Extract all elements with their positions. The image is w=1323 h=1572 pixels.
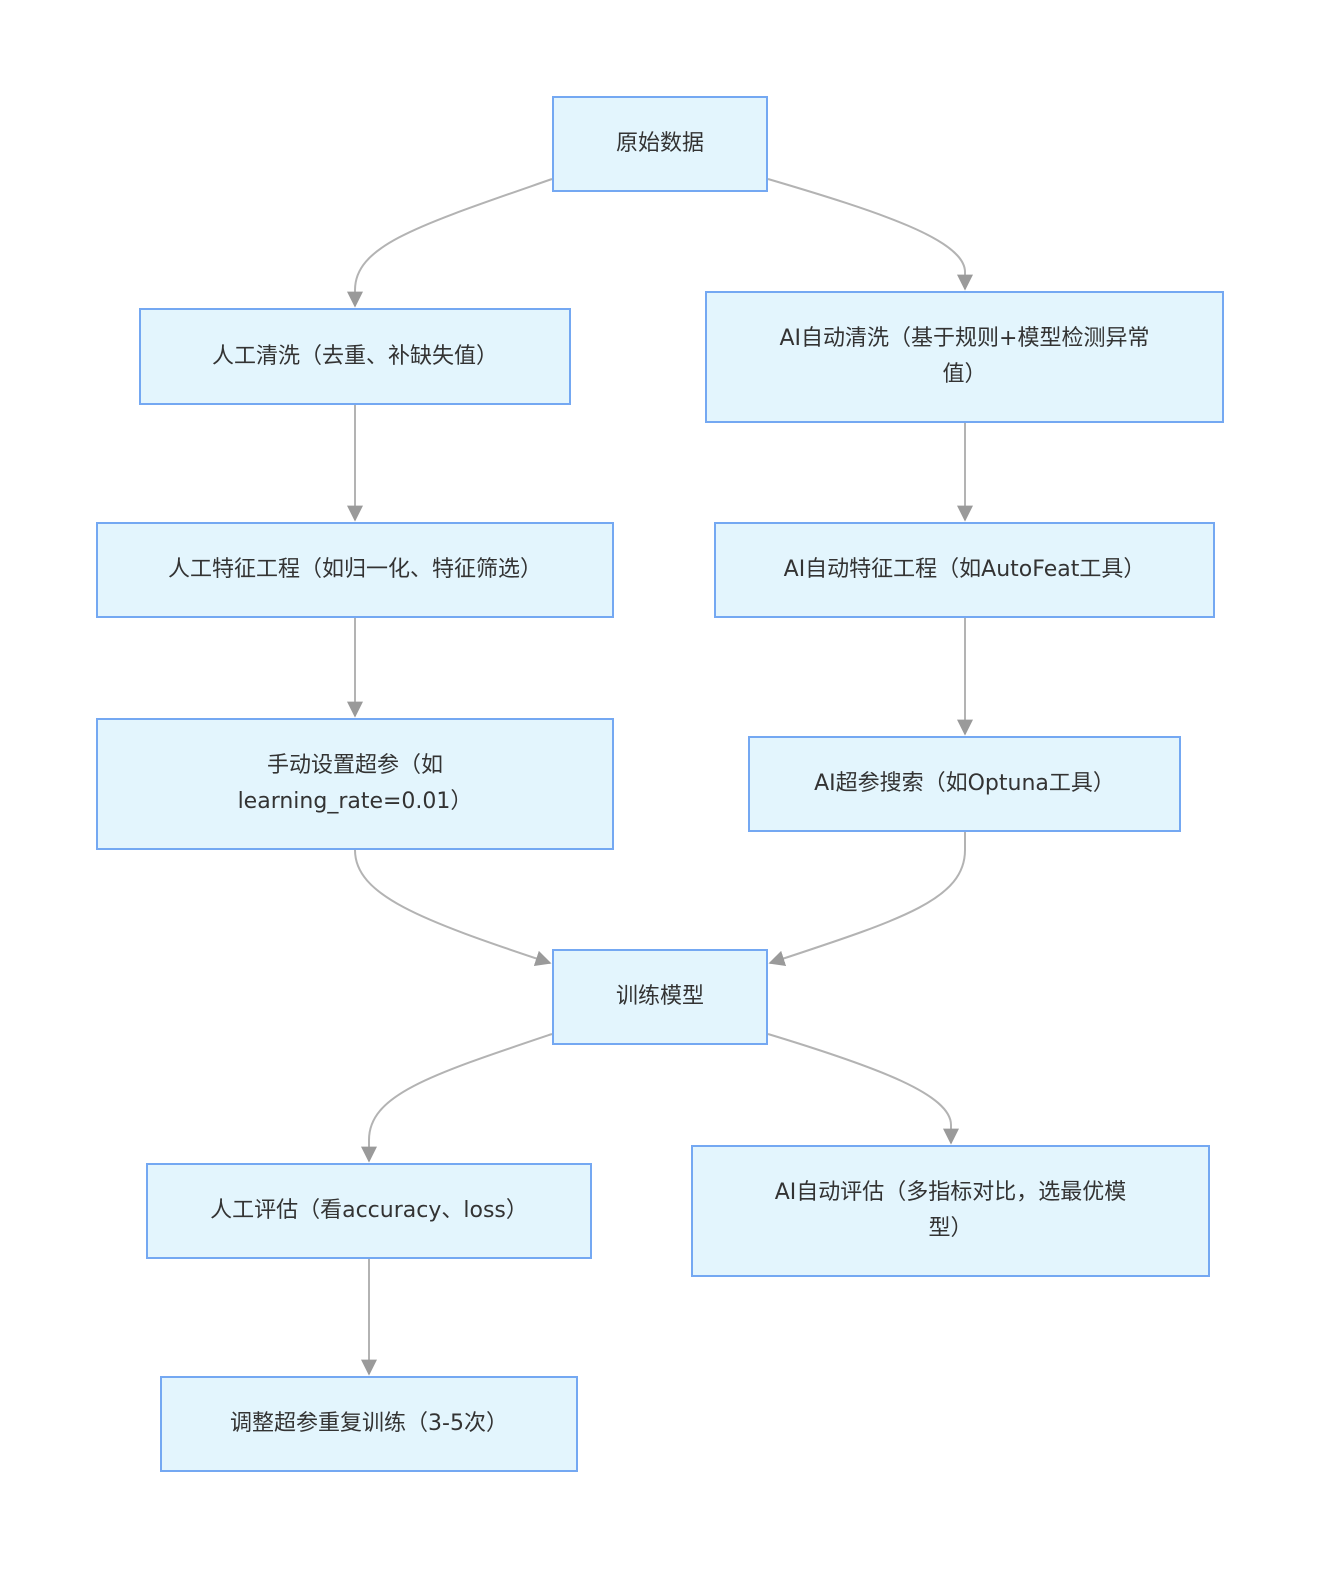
edge-raw-to-ai-clean <box>767 178 973 291</box>
node-manual-hyperparameters-label: 手动设置超参（如 learning_rate=0.01） <box>237 753 473 814</box>
node-ai-hyperparameter-search-label: AI超参搜索（如Optuna工具） <box>814 771 1115 796</box>
node-train-model: 训练模型 <box>552 949 768 1045</box>
node-ai-cleaning-label: AI自动清洗（基于规则+模型检测异常 值） <box>779 326 1150 387</box>
node-ai-evaluation: AI自动评估（多指标对比，选最优模 型） <box>691 1145 1210 1277</box>
node-manual-cleaning-label: 人工清洗（去重、补缺失值） <box>211 343 498 369</box>
node-retrain: 调整超参重复训练（3-5次） <box>160 1376 578 1472</box>
node-ai-hyperparameter-search: AI超参搜索（如Optuna工具） <box>748 736 1181 832</box>
node-raw-data: 原始数据 <box>552 96 768 192</box>
node-manual-evaluation: 人工评估（看accuracy、loss） <box>146 1163 592 1259</box>
node-manual-hyperparameters: 手动设置超参（如 learning_rate=0.01） <box>96 718 614 850</box>
node-ai-evaluation-label: AI自动评估（多指标对比，选最优模 型） <box>774 1180 1127 1241</box>
node-train-model-label: 训练模型 <box>615 984 704 1009</box>
edge-train-to-ai-eval <box>767 1033 959 1145</box>
node-manual-evaluation-label: 人工评估（看accuracy、loss） <box>210 1198 528 1223</box>
node-ai-feature-engineering: AI自动特征工程（如AutoFeat工具） <box>714 522 1215 618</box>
node-ai-cleaning: AI自动清洗（基于规则+模型检测异常 值） <box>705 291 1224 423</box>
edge-raw-to-manual-clean <box>347 178 553 308</box>
node-raw-data-label: 原始数据 <box>615 131 704 156</box>
node-retrain-label: 调整超参重复训练（3-5次） <box>230 1411 508 1436</box>
node-manual-feature-engineering-label: 人工特征工程（如归一化、特征筛选） <box>167 557 542 582</box>
node-manual-cleaning: 人工清洗（去重、补缺失值） <box>139 308 571 405</box>
node-manual-feature-engineering: 人工特征工程（如归一化、特征筛选） <box>96 522 614 618</box>
edge-train-to-manual-eval <box>361 1033 553 1163</box>
node-ai-feature-engineering-label: AI自动特征工程（如AutoFeat工具） <box>783 557 1146 582</box>
edge-manual-hparam-to-train <box>354 849 552 967</box>
edge-ai-hparam-to-train <box>768 832 966 967</box>
